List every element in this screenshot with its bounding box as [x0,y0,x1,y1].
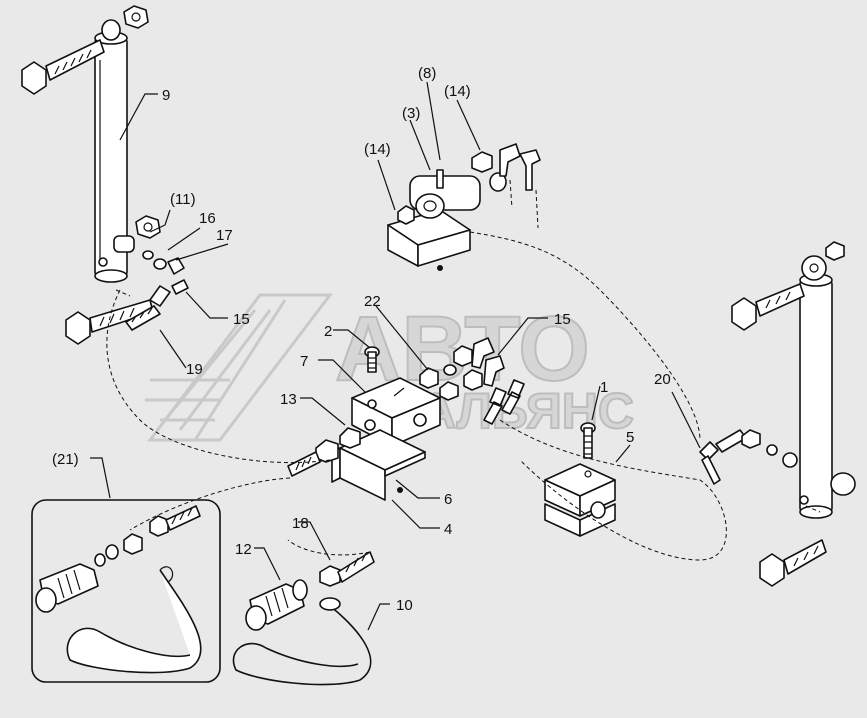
label-4: 4 [444,521,452,538]
label-15-right: 15 [554,311,571,328]
mounting-bracket [331,429,426,501]
label-10: 10 [396,597,413,614]
clamp-block [544,463,616,537]
label-16: 16 [199,210,216,227]
fitting-group-11-17 [113,215,189,331]
screw-1 [580,422,596,459]
label-21: (21) [52,451,79,468]
valve-block [351,377,441,447]
label-9: 9 [162,87,170,104]
fitting-group-22-15 [419,337,525,425]
label-1: 1 [600,379,608,396]
hydraulic-cylinder-right [799,241,856,519]
bolt-bottom-left [65,299,154,345]
label-5: 5 [626,429,634,446]
fitting-group-13 [287,427,361,477]
label-7: 7 [300,353,308,370]
label-13: 13 [280,391,297,408]
screw-2 [364,346,380,373]
label-14-right: (14) [444,83,471,100]
bolt-bottom-right [759,539,827,587]
callout-labels: 9 (11) 16 17 15 19 (8) (3) (14) (14) 22 … [52,65,671,614]
hydraulic-cylinder-left [94,19,128,283]
label-11: (11) [170,191,196,208]
label-18: 18 [292,515,309,532]
label-22: 22 [364,293,381,310]
label-15-left: 15 [233,311,250,328]
screw-18 [319,551,375,587]
coupling-12 [245,579,308,631]
watermark-logo: АВТО АЛЬЯНС [145,293,635,442]
label-2: 2 [324,323,332,340]
hose-routing-lines [106,179,821,561]
bolt-top-right [731,283,805,331]
kit-box-21 [31,499,221,683]
strap-10 [232,597,372,686]
leader-lines [90,81,701,631]
bolt-top-left [21,39,105,95]
fitting-group-20 [699,429,798,485]
valve-assembly-top [387,143,541,271]
label-19: 19 [186,361,203,378]
label-20: 20 [654,371,671,388]
label-17: 17 [216,227,233,244]
label-3: (3) [402,105,420,122]
nut-top-left [123,5,149,29]
label-12: 12 [235,541,252,558]
label-6: 6 [444,491,452,508]
label-8: (8) [418,65,436,82]
label-14-left: (14) [364,141,391,158]
